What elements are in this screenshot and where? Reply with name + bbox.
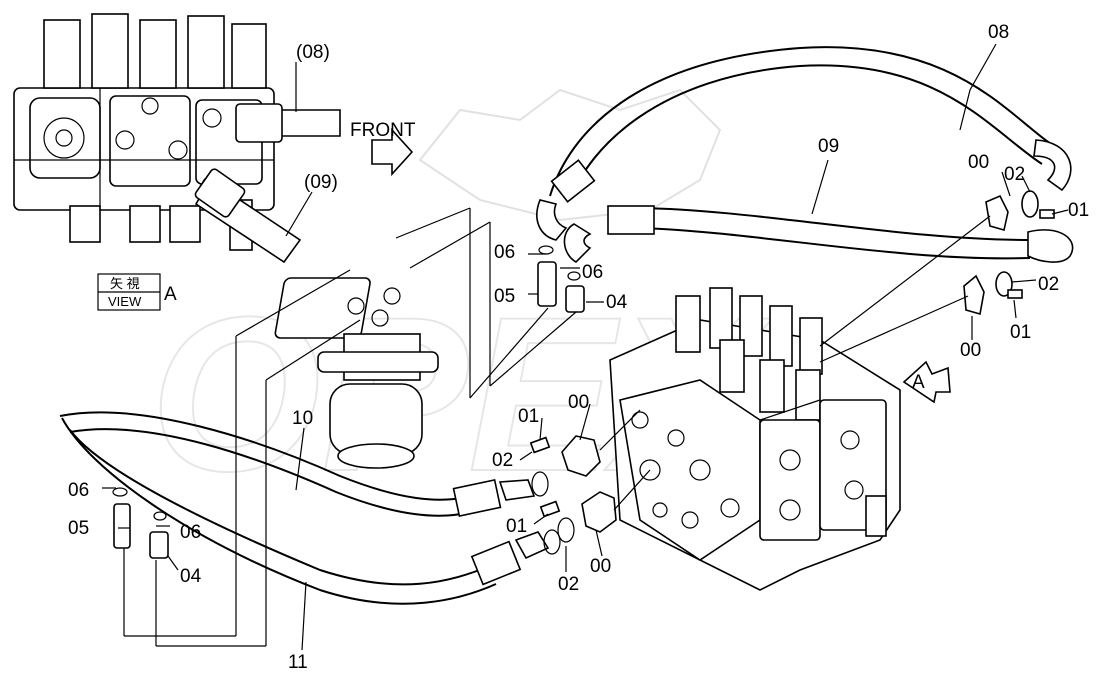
fittings-lower (112, 487, 169, 559)
svg-text:A: A (164, 284, 177, 305)
arrow-a: A (902, 360, 951, 404)
callout-09: 09 (818, 136, 839, 157)
svg-text:VIEW: VIEW (108, 294, 142, 309)
svg-text:FRONT: FRONT (350, 120, 416, 141)
callout-00-a: 00 (968, 152, 989, 173)
callout-02-c: 02 (492, 450, 513, 471)
flange-right-upper (985, 190, 1055, 232)
callout-11: 11 (288, 652, 308, 673)
callout-02-d: 02 (558, 574, 579, 595)
front-arrow: FRONT (350, 120, 416, 177)
callout-05-b: 05 (68, 518, 89, 539)
callout-04-a: 04 (606, 292, 628, 313)
callout-08-ref: (08) (296, 42, 330, 63)
hose-08 (536, 46, 1072, 241)
callout-00-d: 00 (590, 556, 611, 577)
callout-01-d: 01 (506, 516, 527, 537)
svg-text:A: A (912, 372, 925, 393)
flange-lower-lower (539, 491, 617, 543)
callout-06-c: 06 (68, 480, 89, 501)
callout-01-b: 01 (1010, 322, 1031, 343)
callout-01-c: 01 (518, 406, 539, 427)
callout-06-a: 06 (494, 242, 515, 263)
callout-05-a: 05 (494, 286, 515, 307)
callout-00-b: 00 (960, 340, 981, 361)
hose-11 (61, 417, 561, 605)
callout-00-c: 00 (568, 392, 589, 413)
callout-labels: (08) (09) 08 09 10 11 00 02 01 02 01 00 … (68, 22, 1089, 673)
svg-text:矢 視: 矢 視 (110, 276, 140, 291)
leader-lines (102, 43, 1069, 651)
flange-right-lower (963, 271, 1023, 316)
callout-02-b: 02 (1038, 274, 1059, 295)
callout-09-ref: (09) (304, 172, 338, 193)
hose-10 (59, 411, 549, 518)
callout-02-a: 02 (1004, 164, 1025, 185)
callout-08: 08 (988, 22, 1009, 43)
callout-01-a: 01 (1068, 200, 1089, 221)
main-control-valve (609, 287, 901, 591)
swivel-joint (274, 277, 439, 469)
view-a-hose-stubs (194, 103, 341, 264)
view-a-label-box: 矢 視 VIEW A (97, 273, 177, 311)
callout-06-d: 06 (180, 522, 201, 543)
hose-09 (563, 205, 1074, 263)
callout-04-b: 04 (180, 566, 202, 587)
callout-10: 10 (292, 408, 313, 429)
flange-lower-upper (529, 435, 601, 477)
callout-06-b: 06 (582, 262, 603, 283)
